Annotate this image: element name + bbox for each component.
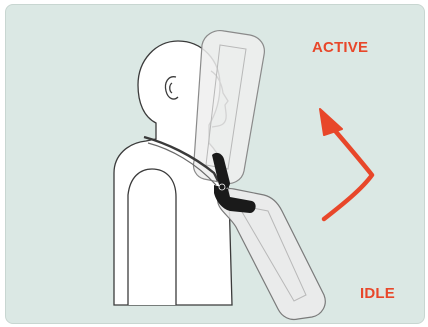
person-arm bbox=[128, 169, 176, 305]
illustration-panel: ACTIVE IDLE bbox=[5, 4, 425, 324]
hinge-pivot bbox=[219, 184, 225, 190]
arrow-head bbox=[320, 109, 342, 135]
curved-arrow-up-icon bbox=[324, 127, 372, 219]
label-active-state: ACTIVE bbox=[312, 39, 368, 56]
label-idle-state: IDLE bbox=[360, 285, 395, 302]
